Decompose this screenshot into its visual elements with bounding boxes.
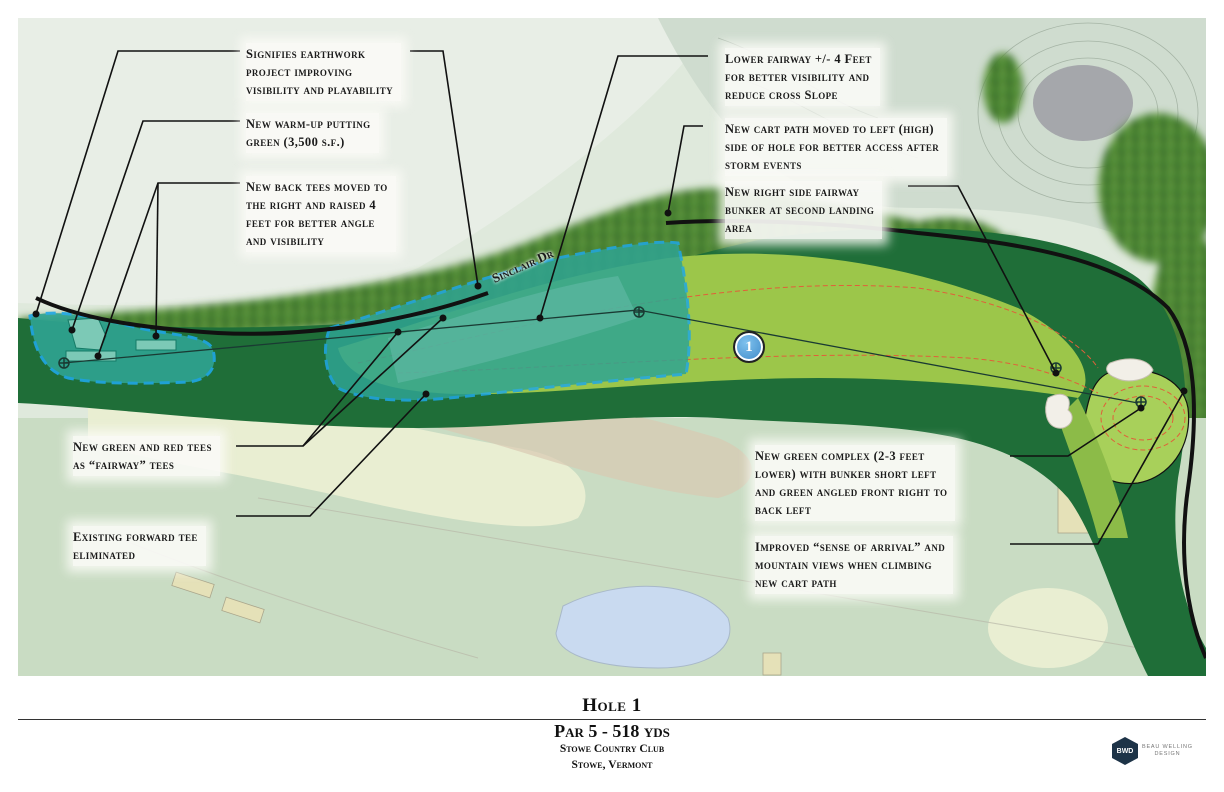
note-line: new cart path bbox=[755, 576, 837, 590]
quarry-pit bbox=[1033, 65, 1133, 141]
note-line: and visibility bbox=[246, 234, 325, 248]
note-fairway-tees: New green and red tees as “fairway” tees bbox=[73, 436, 220, 476]
note-back-tees: New back tees moved to the right and rai… bbox=[246, 176, 396, 252]
logo-mark: BWD bbox=[1112, 737, 1138, 765]
par-yardage: Par 5 - 518 yds bbox=[554, 721, 670, 741]
note-earthwork: Signifies earthwork project improving vi… bbox=[246, 43, 402, 101]
upper-field bbox=[18, 18, 718, 306]
note-cart-path: New cart path moved to left (high) side … bbox=[725, 118, 948, 176]
club-location: Stowe, Vermont bbox=[571, 759, 653, 771]
note-line: storm events bbox=[725, 158, 802, 172]
note-fairway-bunker: New right side fairway bunker at second … bbox=[725, 181, 883, 239]
note-sense-of-arrival: Improved “sense of arrival” and mountain… bbox=[755, 536, 954, 594]
back-tee bbox=[65, 350, 117, 362]
note-line: Lower fairway +/- 4 Feet bbox=[725, 52, 872, 66]
designer-logo: BWD BEAU WELLING DESIGN bbox=[1112, 737, 1193, 765]
note-line: Signifies earthwork bbox=[246, 47, 366, 61]
note-line: New green complex (2-3 feet bbox=[755, 449, 925, 463]
greenside-bunker bbox=[1106, 358, 1154, 382]
title-block: Hole 1 Par 5 - 518 yds Stowe Country Clu… bbox=[0, 695, 1224, 773]
note-line: Improved “sense of arrival” and bbox=[755, 540, 946, 554]
note-line: project improving bbox=[246, 65, 353, 79]
note-line: visibility and playability bbox=[246, 83, 394, 97]
note-line: feet for better angle bbox=[246, 216, 375, 230]
note-line: green (3,500 s.f.) bbox=[246, 135, 345, 149]
note-line: New warm-up putting bbox=[246, 117, 371, 131]
note-line: area bbox=[725, 221, 753, 235]
tee-box bbox=[135, 339, 177, 351]
note-line: New right side fairway bbox=[725, 185, 860, 199]
title-divider bbox=[18, 719, 1206, 720]
note-line: Existing forward tee bbox=[73, 530, 198, 544]
hole-number-marker: 1 bbox=[733, 331, 765, 363]
logo-sub: DESIGN bbox=[1154, 751, 1181, 757]
note-line: eliminated bbox=[73, 548, 136, 562]
note-line: for better visibility and bbox=[725, 70, 870, 84]
note-line: New green and red tees bbox=[73, 440, 212, 454]
note-line: bunker at second landing bbox=[725, 203, 875, 217]
green-approach bbox=[1058, 398, 1128, 538]
note-green-complex: New green complex (2-3 feet lower) with … bbox=[755, 445, 956, 521]
fairway-tees bbox=[388, 276, 638, 383]
adjacent-green bbox=[988, 588, 1108, 668]
pond bbox=[555, 585, 731, 669]
note-line: New back tees moved to bbox=[246, 180, 388, 194]
note-putting-green: New warm-up putting green (3,500 s.f.) bbox=[246, 113, 379, 153]
hole-title: Hole 1 bbox=[582, 695, 642, 716]
logo-name: BEAU WELLING bbox=[1142, 744, 1193, 750]
adjacent-fairway bbox=[88, 392, 586, 527]
leader-dots bbox=[32, 209, 1188, 412]
note-line: and green angled front right to bbox=[755, 485, 948, 499]
note-line: lower) with bunker short left bbox=[755, 467, 937, 481]
fairway-bunker bbox=[1045, 394, 1073, 429]
note-line: side of hole for better access after bbox=[725, 140, 940, 154]
note-line: back left bbox=[755, 503, 812, 517]
map-graphic bbox=[18, 18, 1206, 676]
club-name: Stowe Country Club bbox=[559, 743, 665, 755]
note-forward-tee: Existing forward tee eliminated bbox=[73, 526, 206, 566]
note-line: the right and raised 4 bbox=[246, 198, 377, 212]
note-line: as “fairway” tees bbox=[73, 458, 175, 472]
green bbox=[1081, 369, 1190, 485]
course-map: Sinclair Dr 1 Signifies earthwork projec… bbox=[18, 18, 1206, 676]
note-line: mountain views when climbing bbox=[755, 558, 932, 572]
leader-lines bbox=[35, 50, 1185, 545]
play-line bbox=[62, 309, 1139, 404]
note-line: New cart path moved to left (high) bbox=[725, 122, 934, 136]
note-line: reduce cross Slope bbox=[725, 88, 838, 102]
note-lower-fairway: Lower fairway +/- 4 Feet for better visi… bbox=[725, 48, 880, 106]
